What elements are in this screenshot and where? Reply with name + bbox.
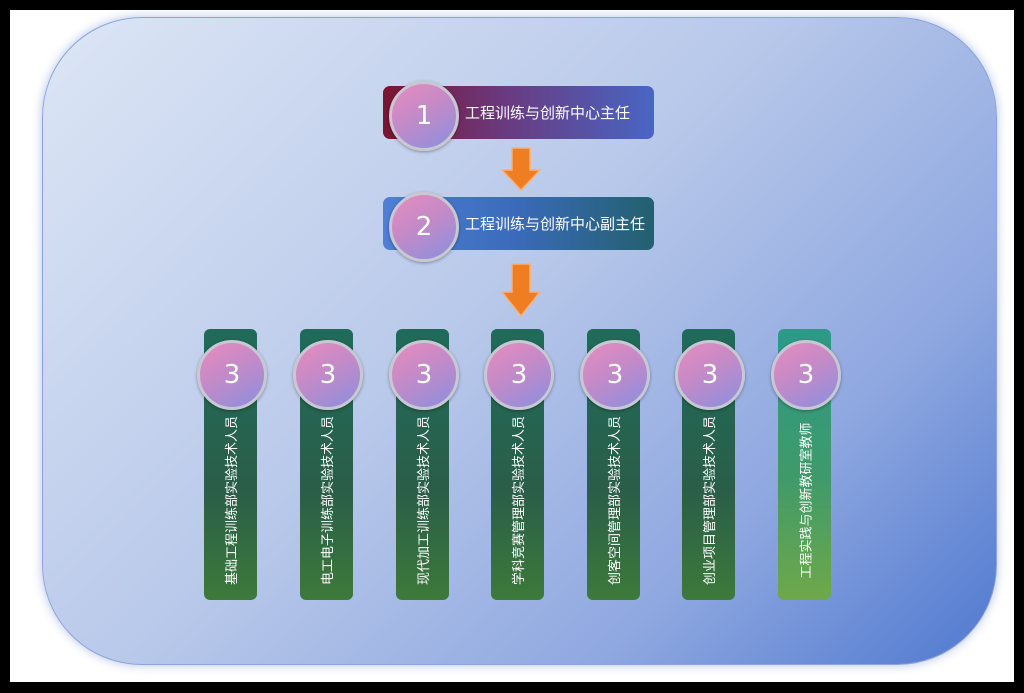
staff-badge: 3 (675, 340, 745, 410)
level-2-label: 工程训练与创新中心副主任 (465, 215, 646, 233)
down-arrow-icon (500, 147, 542, 192)
down-arrow-icon (500, 263, 542, 318)
staff-label: 创客空间管理部实验技术人员 (608, 415, 624, 586)
staff-label: 电工电子训练部实验技术人员 (321, 415, 337, 586)
staff-badge: 3 (580, 340, 650, 410)
staff-label: 基础工程训练部实验技术人员 (225, 415, 241, 586)
level-2-badge: 2 (389, 192, 459, 262)
staff-label: 创业项目管理部实验技术人员 (703, 415, 719, 586)
level-1-label: 工程训练与创新中心主任 (465, 104, 631, 122)
staff-badge: 3 (389, 340, 459, 410)
staff-label: 工程实践与创新教研室教师 (799, 422, 815, 579)
level-1-badge: 1 (389, 81, 459, 151)
staff-badge: 3 (484, 340, 554, 410)
staff-badge: 3 (293, 340, 363, 410)
staff-label: 现代加工训练部实验技术人员 (417, 415, 433, 586)
staff-label: 学科竞赛管理部实验技术人员 (512, 415, 528, 586)
staff-badge: 3 (197, 340, 267, 410)
staff-badge: 3 (771, 340, 841, 410)
